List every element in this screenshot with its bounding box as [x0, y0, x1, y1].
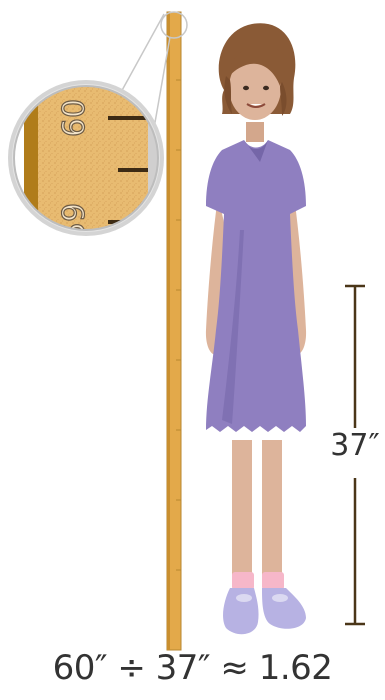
ruler-icon [167, 12, 181, 650]
magnifier-icon: 60 59 [8, 80, 170, 241]
girl-figure-icon [206, 23, 306, 634]
ratio-equation: 60″ ÷ 37″ ≈ 1.62 [0, 648, 385, 688]
tick-label-60: 60 [57, 99, 92, 137]
height-measure-label: 37″ [330, 428, 380, 464]
